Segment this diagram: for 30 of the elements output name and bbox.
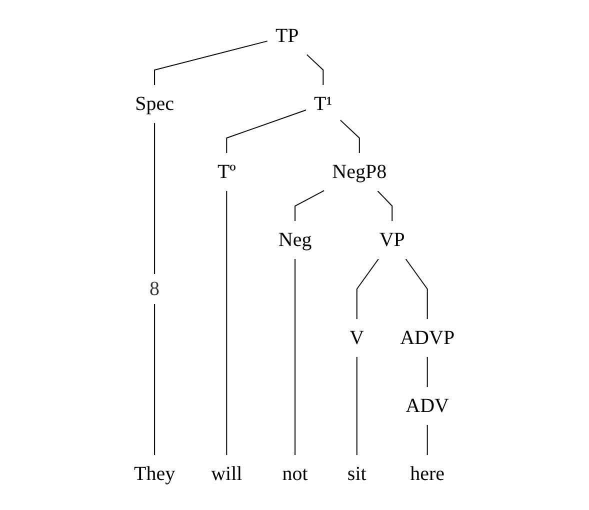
connector: [226, 190, 228, 456]
connector: [226, 110, 307, 154]
node-text: TP: [276, 25, 300, 48]
connector: [154, 40, 268, 86]
node-text: Neg: [278, 229, 312, 251]
node-text: here: [410, 462, 445, 485]
connector: [356, 356, 358, 456]
node-text: Tº: [218, 161, 236, 183]
node-text: T¹: [314, 93, 332, 116]
connector: [427, 356, 428, 388]
connector: [406, 258, 428, 320]
connector: [294, 258, 296, 456]
node-text: VP: [380, 229, 406, 251]
node-text: They: [134, 462, 176, 485]
node-text: NegP8: [332, 161, 387, 183]
connector: [306, 54, 324, 86]
node-text: ADV: [406, 394, 450, 417]
connector: [154, 122, 156, 456]
node-text: will: [211, 462, 242, 485]
connector: [340, 120, 360, 154]
connector: [377, 190, 393, 222]
connector: [356, 258, 380, 320]
node-text: sit: [348, 462, 367, 485]
edge-label: 8: [150, 278, 160, 300]
node-text: not: [282, 462, 308, 485]
node-text: Spec: [135, 93, 174, 116]
node-text: ADVP: [400, 327, 455, 349]
connector: [427, 424, 428, 456]
connector: [294, 190, 325, 222]
node-text: V: [350, 327, 364, 349]
